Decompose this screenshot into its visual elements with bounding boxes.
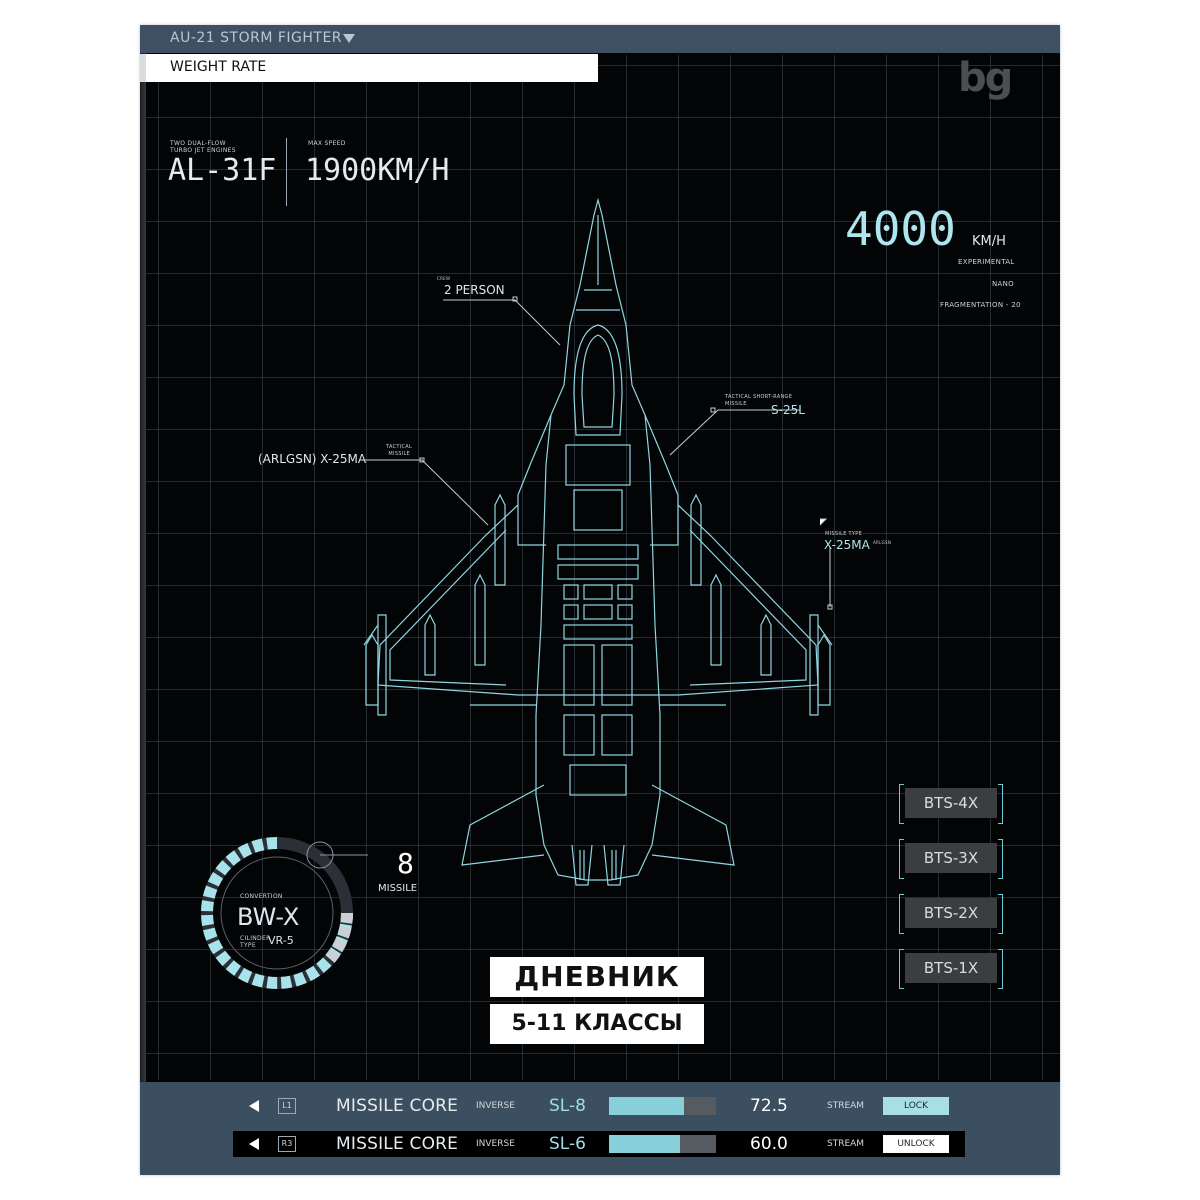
note-fragmentation: FRAGMENTATION - 20	[940, 301, 1021, 309]
gauge-caption: CONVERTION	[240, 893, 283, 900]
crew-label: 2 PERSON	[444, 283, 505, 297]
brand-logo: bg	[958, 55, 1013, 101]
row-level-fill	[609, 1135, 680, 1153]
missile-type-caption: MISSILE TYPE	[825, 531, 863, 537]
short-range-caption-1: TACTICAL SHORT-RANGE	[725, 394, 793, 400]
top-speed-value: 4000	[845, 202, 956, 256]
bts-3x-button[interactable]: BTS-3X	[899, 839, 1003, 879]
bts-1x-button[interactable]: BTS-1X	[899, 949, 1003, 989]
row-value: 72.5	[750, 1096, 788, 1116]
cover-spine	[140, 25, 146, 1175]
note-nano: NANO	[992, 280, 1014, 288]
missile-count: 8	[397, 847, 414, 880]
short-range-caption: TACTICAL SHORT-RANGE MISSILE	[725, 394, 792, 408]
dropdown-arrow-icon[interactable]	[343, 34, 355, 43]
speed-caption: MAX SPEED	[308, 140, 346, 147]
weight-rate-bar: WEIGHT RATE	[140, 54, 598, 82]
crew-caption: CREW	[437, 276, 451, 281]
row-sl: SL-8	[549, 1096, 586, 1116]
row-name: MISSILE CORE	[336, 1096, 459, 1116]
conversion-gauge	[201, 837, 368, 989]
row-level-bar	[609, 1097, 716, 1115]
bracket-left	[899, 894, 904, 934]
bracket-right	[998, 949, 1003, 989]
control-row-l1[interactable]: L1 MISSILE CORE INVERSE SL-8 72.5 STREAM…	[233, 1093, 965, 1119]
unlock-button[interactable]: UNLOCK	[883, 1135, 949, 1153]
row-mode: INVERSE	[476, 1101, 515, 1111]
blueprint-svg	[201, 197, 833, 989]
missile-count-label: MISSILE	[378, 883, 418, 894]
bracket-left	[899, 949, 904, 989]
bracket-right	[998, 784, 1003, 824]
row-stream: STREAM	[827, 1101, 865, 1111]
gauge-sub-value: VR-5	[268, 934, 294, 947]
top-bar: AU-21 STORM FIGHTER	[140, 25, 1060, 53]
gauge-sub-caption: CILINDER TYPE	[240, 935, 271, 949]
missile-type-sup: ARLGSN	[873, 540, 892, 545]
weight-bar-accent	[140, 54, 146, 82]
gauge-sub-caption-1: CILINDER	[240, 935, 271, 942]
weight-rate-label: WEIGHT RATE	[170, 59, 267, 75]
bottom-control-panel: L1 MISSILE CORE INVERSE SL-8 72.5 STREAM…	[140, 1082, 1060, 1175]
note-experimental: EXPERIMENTAL	[958, 258, 1015, 266]
missile-type-label: X-25MA	[824, 538, 870, 552]
row-code: L1	[278, 1098, 296, 1114]
row-stream: STREAM	[827, 1139, 865, 1149]
left-missile-caption-1: TACTICAL	[386, 444, 413, 450]
engine-caption-line-1: TWO DUAL-FLOW	[170, 140, 226, 147]
short-range-caption-2: MISSILE	[725, 401, 747, 407]
bts-3x-label: BTS-3X	[923, 849, 979, 867]
row-level-bar	[609, 1135, 716, 1153]
bracket-left	[899, 784, 904, 824]
left-missile-label: (ARLGSN) X-25MA	[258, 452, 367, 466]
engine-caption: TWO DUAL-FLOW TURBO JET ENGINES	[170, 140, 236, 154]
left-missile-caption-2: MISSILE	[388, 451, 410, 457]
leader-lines	[364, 296, 833, 610]
arrow-left-icon[interactable]	[249, 1138, 259, 1150]
left-missile-caption: TACTICAL MISSILE	[386, 444, 413, 458]
control-row-r3[interactable]: R3 MISSILE CORE INVERSE SL-6 60.0 STREAM…	[233, 1131, 965, 1157]
diary-title: ДНЕВНИК	[490, 957, 704, 997]
top-speed-unit: KM/H	[972, 234, 1006, 249]
row-code: R3	[278, 1136, 296, 1152]
bts-4x-button[interactable]: BTS-4X	[899, 784, 1003, 824]
row-value: 60.0	[750, 1134, 788, 1154]
bts-1x-label: BTS-1X	[923, 959, 979, 977]
bts-2x-label: BTS-2X	[923, 904, 979, 922]
fighter-jet-blueprint	[363, 197, 833, 886]
row-name: MISSILE CORE	[336, 1134, 459, 1154]
row-level-fill	[609, 1097, 684, 1115]
spec-divider	[286, 138, 287, 206]
diary-subtitle: 5-11 КЛАССЫ	[490, 1004, 704, 1044]
bracket-right	[998, 839, 1003, 879]
arrow-left-icon[interactable]	[249, 1100, 259, 1112]
bracket-left	[899, 839, 904, 879]
gauge-sub-caption-2: TYPE	[240, 942, 256, 949]
bts-4x-label: BTS-4X	[923, 794, 979, 812]
row-mode: INVERSE	[476, 1139, 515, 1149]
row-sl: SL-6	[549, 1134, 586, 1154]
cover: AU-21 STORM FIGHTER WEIGHT RATE bg TWO D…	[140, 25, 1060, 1175]
max-speed-value: 1900KM/H	[305, 153, 450, 188]
bracket-right	[998, 894, 1003, 934]
engine-value: AL-31F	[168, 153, 277, 188]
engine-caption-line-2: TURBO JET ENGINES	[170, 147, 236, 154]
lock-button[interactable]: LOCK	[883, 1097, 949, 1115]
bts-2x-button[interactable]: BTS-2X	[899, 894, 1003, 934]
gauge-value: BW-X	[237, 903, 300, 931]
aircraft-title: AU-21 STORM FIGHTER	[170, 30, 343, 46]
